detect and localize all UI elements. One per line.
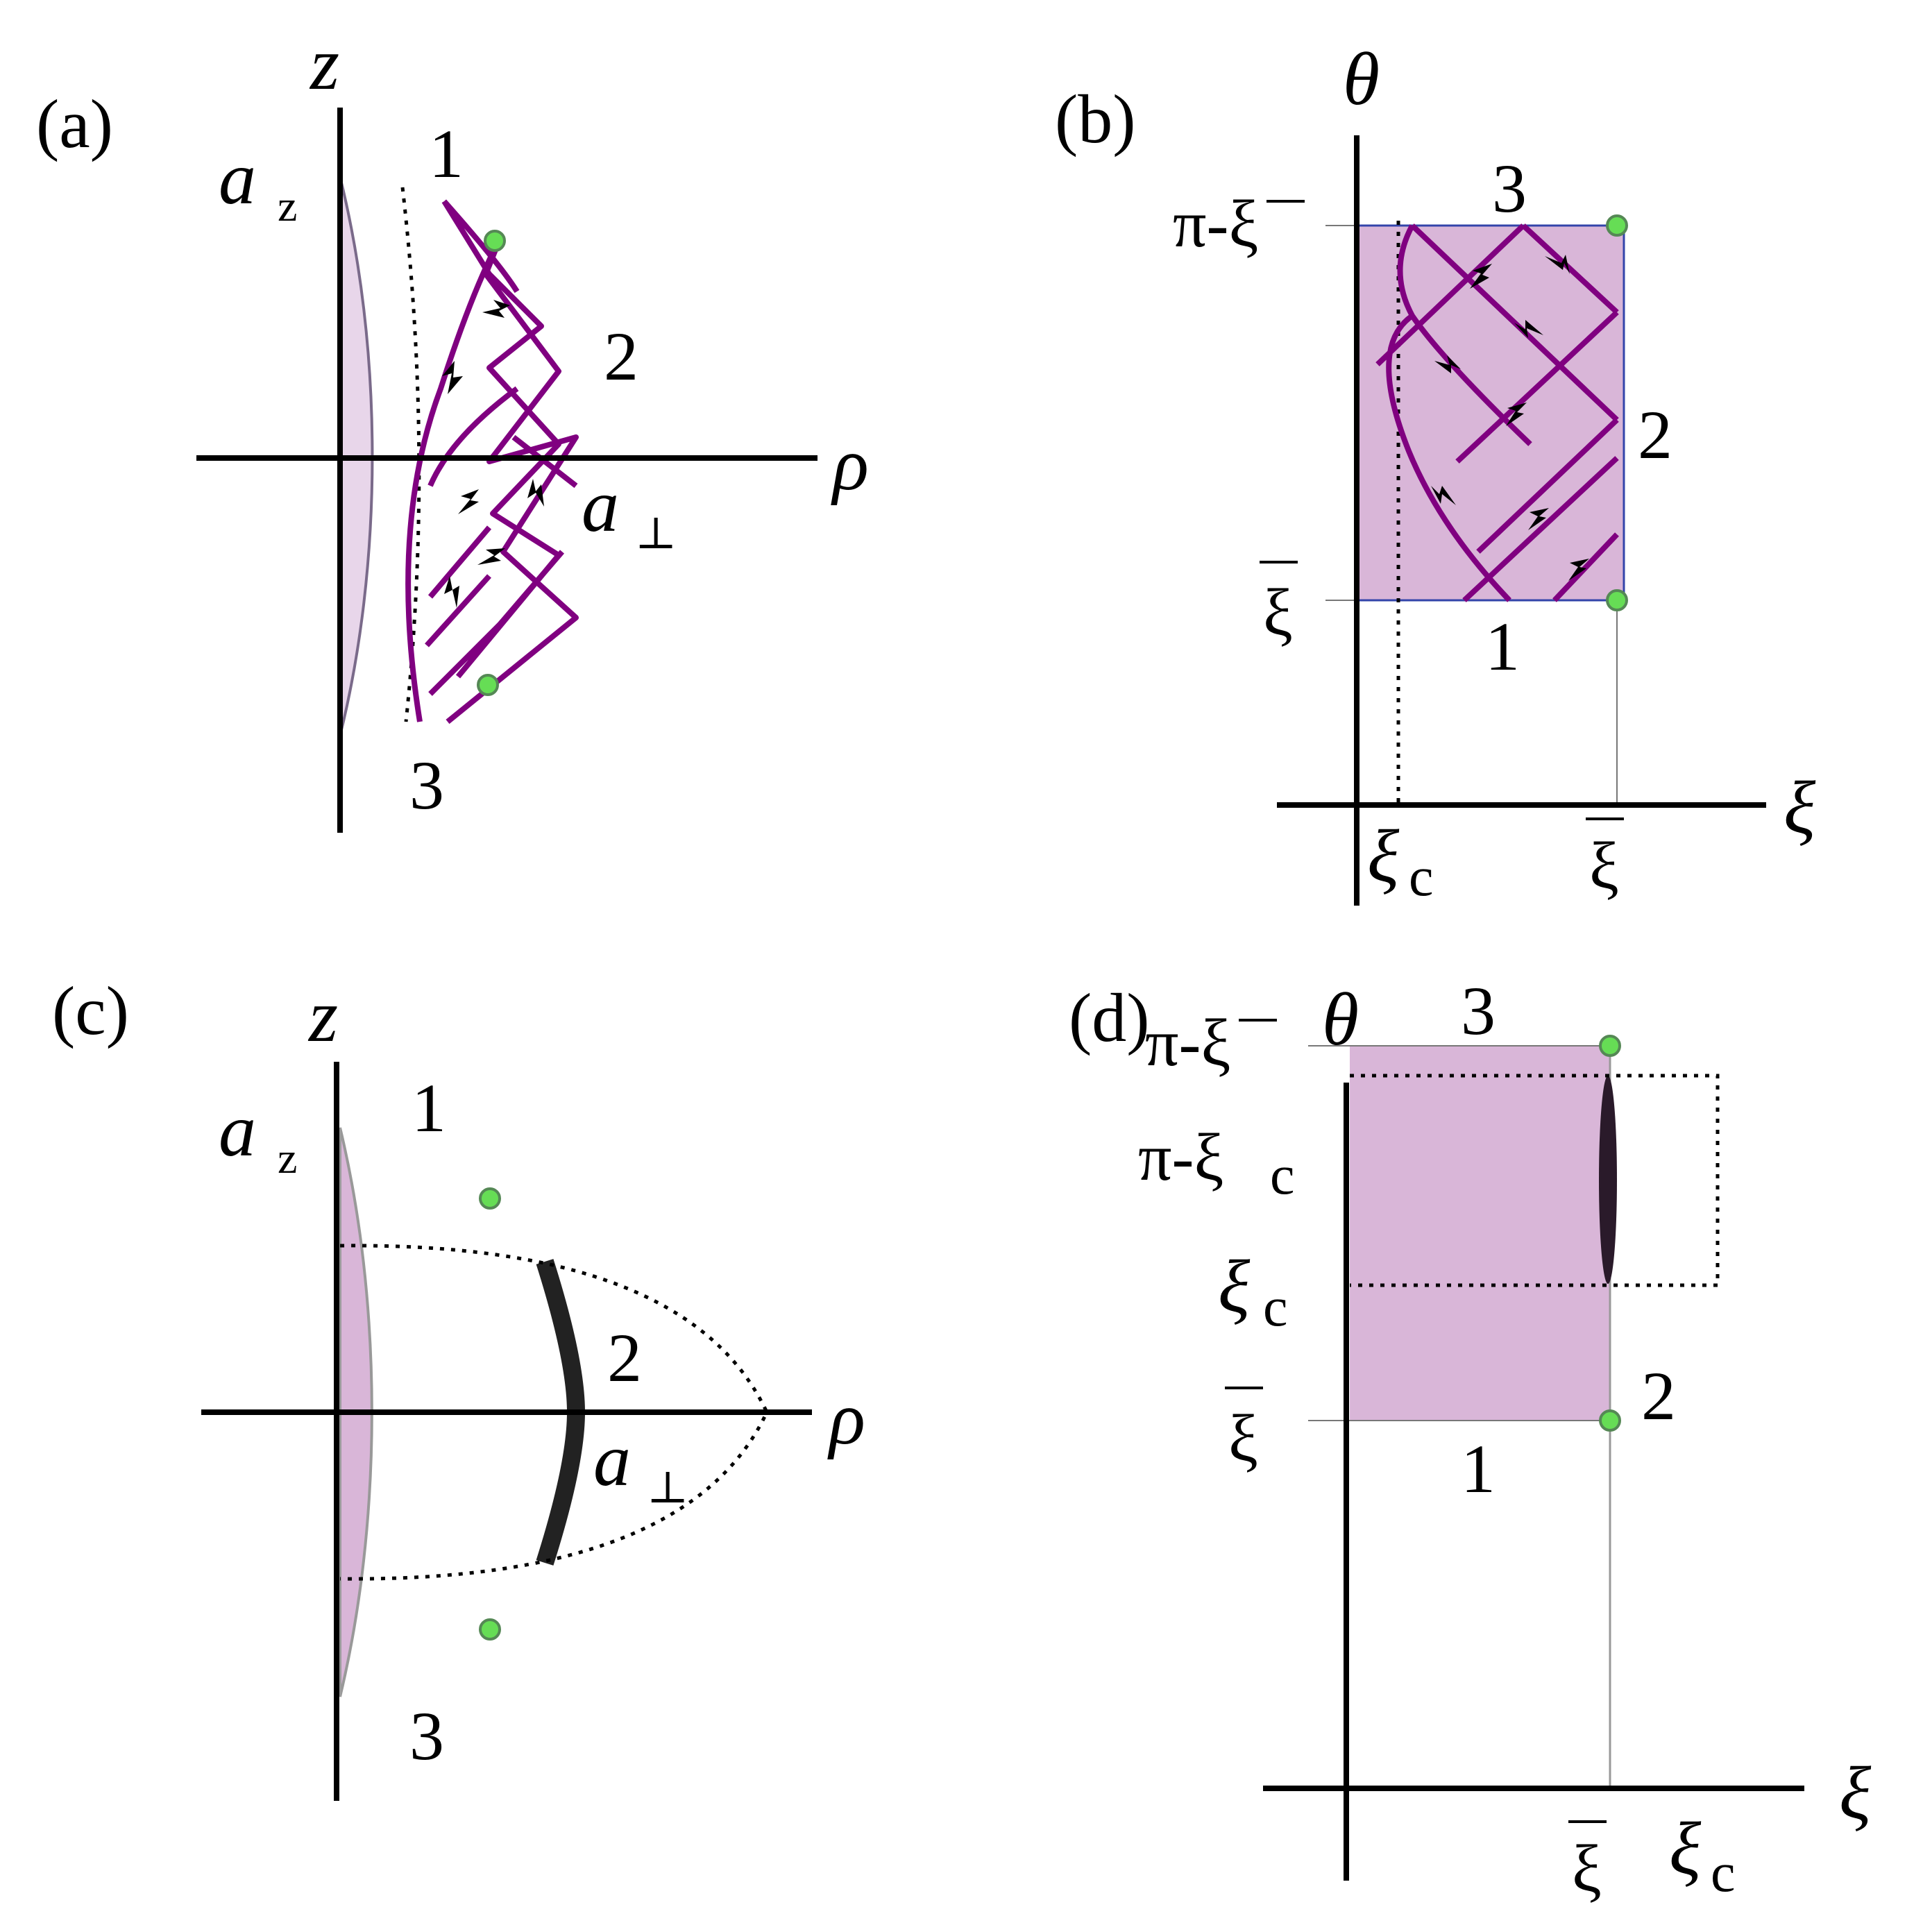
tick-pi-xc-d: π-ξ [1138, 1120, 1223, 1194]
tick-bottom-b: ξ [1263, 575, 1293, 650]
arrow-b6 [1431, 486, 1456, 505]
side-2-b: 2 [1638, 396, 1672, 473]
tick-xbar-d: ξ [1572, 1831, 1602, 1906]
arrow-b8 [1568, 559, 1589, 581]
aperp-label-c: a [593, 1419, 631, 1502]
side-3-c: 3 [409, 1697, 444, 1774]
boundary-point-b-bottom [1606, 589, 1628, 611]
side-2-c: 2 [607, 1319, 642, 1396]
aperp-sub-a: ⊥ [635, 509, 677, 558]
xi-label-d: ξ [1839, 1752, 1872, 1835]
z-label-c: z [307, 975, 338, 1058]
panel-c: (c) z ρ a z a ⊥ 1 2 3 [52, 972, 865, 1801]
side-1-d: 1 [1461, 1430, 1496, 1507]
theta-label-d: θ [1322, 978, 1359, 1061]
z-label-a: z [309, 23, 339, 105]
boundary-point-a-top [484, 230, 506, 252]
trajectory-b [1375, 223, 1619, 602]
rho-label-a: ρ [831, 423, 869, 506]
tick-pi-xc-sub-d: c [1270, 1145, 1295, 1206]
panel-tag-d: (d) [1069, 979, 1150, 1056]
rho-label-c: ρ [827, 1378, 865, 1460]
boundary-point-a-bottom [477, 674, 499, 696]
panel-b: (b) θ ξ π-ξ ξ ξ c ξ 1 2 3 [1055, 38, 1816, 908]
arrow-a2 [482, 300, 510, 318]
trajectory-a [405, 199, 579, 724]
tick-xc2-d: ξ [1669, 1808, 1702, 1890]
arrow-a5 [477, 548, 505, 565]
panel-tag-b: (b) [1055, 80, 1136, 158]
aperp-label-a: a [582, 465, 619, 548]
boundary-point-d-top [1599, 1035, 1621, 1057]
tick-xc-sub-d: c [1263, 1277, 1288, 1338]
tick-xc2-sub-d: c [1711, 1842, 1736, 1904]
tick-xbar-b: ξ [1589, 829, 1619, 903]
side-3-d: 3 [1461, 972, 1496, 1049]
arrow-b7 [1528, 508, 1549, 530]
arrow-b2 [1545, 255, 1570, 274]
arrow-b1 [1470, 264, 1492, 289]
tick-xc-b: ξ [1367, 815, 1400, 898]
side-2-d: 2 [1641, 1357, 1676, 1434]
arrow-b4 [1434, 355, 1461, 373]
side-1-a: 1 [429, 115, 464, 192]
arrow-b3 [1514, 320, 1543, 338]
boundary-point-c-bottom [479, 1618, 501, 1641]
tick-top-b: π-ξ [1173, 187, 1258, 261]
side-1-b: 1 [1485, 608, 1520, 685]
panel-tag-a: (a) [36, 85, 113, 162]
side-2-a: 2 [604, 318, 638, 395]
boundary-point-d-bottom [1599, 1409, 1621, 1432]
arrow-a3 [527, 479, 544, 507]
theta-label-b: θ [1343, 38, 1380, 121]
panel-d: (d) θ ξ π-ξ π-ξ c ξ c ξ ξ ξ c 1 2 3 [1069, 972, 1872, 1906]
parabola-dotted-c [339, 1244, 769, 1581]
arrow-b5 [1506, 402, 1527, 426]
aperp-sub-c: ⊥ [647, 1463, 688, 1512]
side-3-b: 3 [1492, 150, 1527, 227]
region-d [1350, 1046, 1610, 1421]
side-1-c: 1 [412, 1069, 446, 1146]
boundary-point-c-top [479, 1187, 501, 1210]
az-label-c: a [219, 1090, 256, 1172]
side-3-a: 3 [409, 747, 444, 824]
az-sub-a: z [278, 181, 297, 230]
xi-label-b: ξ [1784, 767, 1816, 849]
arrow-a1 [442, 361, 463, 394]
tick-bottom-d: ξ [1228, 1401, 1258, 1475]
boundary-point-b-top [1606, 214, 1628, 237]
tick-xc-sub-b: c [1409, 847, 1434, 908]
arrow-a4 [458, 489, 479, 514]
tick-top-d: π-ξ [1145, 1006, 1230, 1080]
az-label-a: a [219, 137, 256, 220]
tick-xc-d: ξ [1218, 1246, 1251, 1328]
panel-a: (a) z ρ a z a ⊥ 1 2 3 [36, 23, 869, 833]
segment-2-d [1599, 1076, 1617, 1284]
az-sub-c: z [278, 1133, 297, 1183]
panel-tag-c: (c) [52, 972, 129, 1049]
arrow-a6 [444, 576, 459, 608]
